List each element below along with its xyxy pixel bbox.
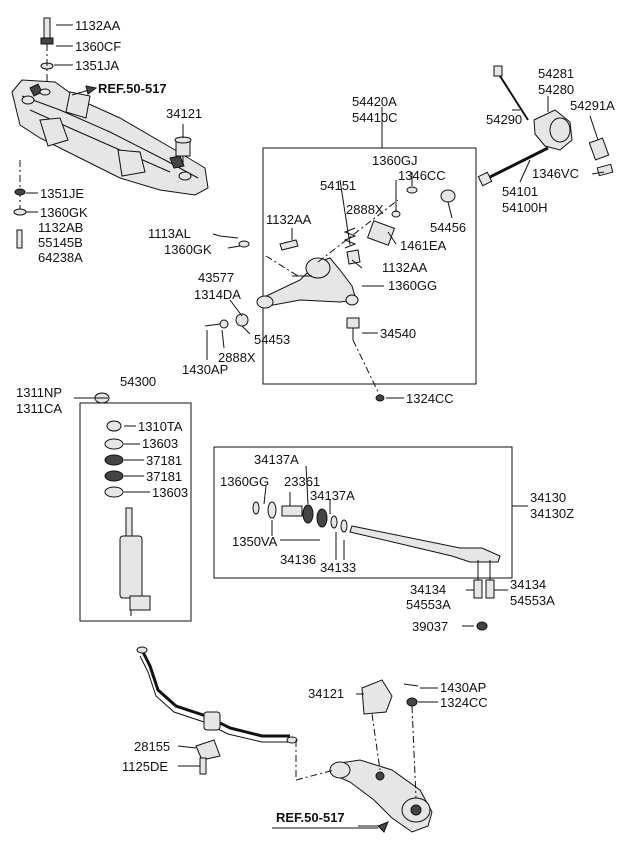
leader-lines: [26, 24, 605, 829]
label-39037: 39037: [412, 619, 448, 634]
label-ref-bottom: REF.50-517: [276, 810, 345, 825]
label-1360CF: 1360CF: [75, 39, 121, 54]
label-1132AB: 1132AB: [38, 220, 83, 235]
torsion-bar-drawing: [477, 65, 614, 187]
label-54420A: 54420A: [352, 94, 397, 109]
label-43577: 43577: [198, 270, 234, 285]
upper-arm-group-box: [262, 147, 477, 385]
crossmember-drawing: [11, 79, 209, 196]
label-54456: 54456: [430, 220, 466, 235]
ref-arrow-bottom: [377, 821, 389, 833]
upper-control-arm-drawing: [204, 186, 456, 402]
label-28155: 28155: [134, 739, 170, 754]
label-54290: 54290: [486, 112, 522, 127]
label-34137A-lower: 34137A: [310, 488, 355, 503]
stabilizer-bar-drawing: [136, 646, 298, 775]
label-1113AL: 1113AL: [148, 226, 191, 241]
label-37181-upper: 37181: [146, 453, 182, 468]
tie-rod-drawing: [252, 501, 501, 631]
label-34121-top: 34121: [166, 106, 202, 121]
label-1360GK-center: 1360GK: [164, 242, 212, 257]
shock-absorber-group-box: [79, 402, 192, 622]
label-1360GG-lower: 1360GG: [220, 474, 269, 489]
label-13603-upper: 13603: [142, 436, 178, 451]
label-1132AA-top: 1132AA: [75, 18, 121, 33]
label-34136: 34136: [280, 552, 316, 567]
top-bolt-stack: [13, 17, 54, 249]
frame-bracket-34121: [174, 136, 192, 164]
label-34133: 34133: [320, 560, 356, 575]
label-54281: 54281: [538, 66, 574, 81]
label-34137A-upper: 34137A: [254, 452, 299, 467]
label-1430AP-lower: 1430AP: [440, 680, 486, 695]
label-23361: 23361: [284, 474, 320, 489]
ref-arrow-top: [85, 85, 98, 95]
label-54101: 54101: [502, 184, 538, 199]
label-1346CC: 1346CC: [398, 168, 446, 183]
label-37181-lower: 37181: [146, 469, 182, 484]
label-34130Z: 34130Z: [530, 506, 574, 521]
label-ref-top: REF.50-517: [98, 81, 167, 96]
label-1311NP: 1311NP: [16, 385, 62, 400]
label-1351JA: 1351JA: [75, 58, 119, 73]
label-1324CC-upper: 1324CC: [406, 391, 454, 406]
label-2888X-upper: 2888X: [346, 202, 384, 217]
label-34134-left: 34134: [410, 582, 446, 597]
label-34134-right: 34134: [510, 577, 546, 592]
label-1314DA: 1314DA: [194, 287, 241, 302]
label-1311CA: 1311CA: [16, 401, 62, 416]
label-1132AA-right: 1132AA: [382, 260, 428, 275]
label-1125DE: 1125DE: [122, 759, 168, 774]
label-1360GJ: 1360GJ: [372, 153, 418, 168]
label-1360GK-left: 1360GK: [40, 205, 88, 220]
label-34121-bottom: 34121: [308, 686, 344, 701]
label-54300: 54300: [120, 374, 156, 389]
label-1351JE: 1351JE: [40, 186, 84, 201]
label-1350VA: 1350VA: [232, 534, 278, 549]
label-1461EA: 1461EA: [400, 238, 447, 253]
label-54151: 54151: [320, 178, 356, 193]
label-1324CC-lower: 1324CC: [440, 695, 488, 710]
label-54553A-right: 54553A: [510, 593, 555, 608]
label-1346VC: 1346VC: [532, 166, 579, 181]
label-1430AP-upper: 1430AP: [182, 362, 228, 377]
part-labels: 1132AA 1360CF 1351JA REF.50-517 34121 13…: [16, 18, 615, 825]
label-54453: 54453: [254, 332, 290, 347]
label-64238A: 64238A: [38, 250, 83, 265]
label-1360GG-upper: 1360GG: [388, 278, 437, 293]
label-2888X-lower: 2888X: [218, 350, 256, 365]
label-34130: 34130: [530, 490, 566, 505]
tie-rod-group-box: [213, 446, 513, 579]
label-1310TA: 1310TA: [138, 419, 183, 434]
label-54410C: 54410C: [352, 110, 398, 125]
label-54280: 54280: [538, 82, 574, 97]
label-34540: 34540: [380, 326, 416, 341]
label-55145B: 55145B: [38, 235, 83, 250]
label-54553A-left: 54553A: [406, 597, 451, 612]
shock-absorber-drawing: [94, 392, 151, 616]
label-1132AA-upper: 1132AA: [266, 212, 312, 227]
lower-control-arm-drawing: [295, 679, 433, 833]
label-54291A: 54291A: [570, 98, 615, 113]
label-54100H: 54100H: [502, 200, 548, 215]
label-13603-lower: 13603: [152, 485, 188, 500]
